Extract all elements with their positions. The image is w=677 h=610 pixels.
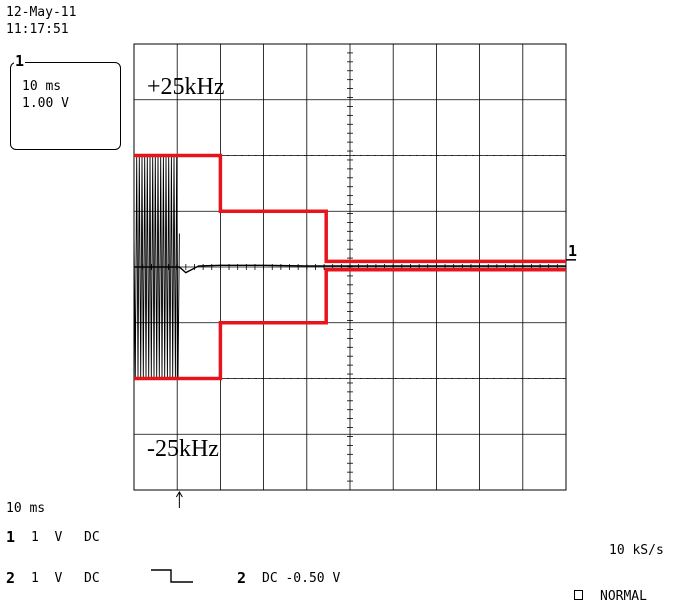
series-upper-limit (134, 153, 566, 264)
annotation-upper-limit: +25kHz (147, 74, 225, 100)
channel-info-box (10, 62, 121, 150)
ch2-number: 2 (6, 569, 16, 587)
graticule (133, 43, 567, 491)
trigger-slope-falling-icon (151, 569, 193, 583)
mode-checkbox-icon (574, 590, 583, 600)
time-label: 11:17:51 (6, 22, 69, 37)
ch2-coupling: DC (84, 571, 100, 586)
channel-1-marker: 1 (568, 242, 577, 260)
trigger-arrow-icon (175, 491, 183, 508)
trigger-source-number: 2 (237, 569, 247, 587)
channel-box-volts: 1.00 V (22, 96, 69, 111)
series-measured (134, 264, 566, 274)
bottom-timebase: 10 ms (6, 501, 46, 516)
plot-area (133, 153, 566, 381)
channel-box-timebase: 10 ms (22, 79, 62, 94)
trigger-arrow-head (175, 491, 183, 498)
channel-box-marker: 1 (14, 52, 26, 70)
ch2-scale: 1 V (31, 571, 63, 586)
series-lower-limit (134, 268, 566, 381)
trigger-level: DC -0.50 V (262, 571, 341, 586)
ch1-scale: 1 V (31, 530, 63, 545)
sample-rate: 10 kS/s (609, 543, 664, 558)
date-label: 12-May-11 (6, 5, 77, 20)
ch1-coupling: DC (84, 530, 100, 545)
acquisition-mode: NORMAL (600, 589, 647, 604)
ch1-number: 1 (6, 528, 16, 546)
annotation-lower-limit: -25kHz (147, 436, 219, 462)
